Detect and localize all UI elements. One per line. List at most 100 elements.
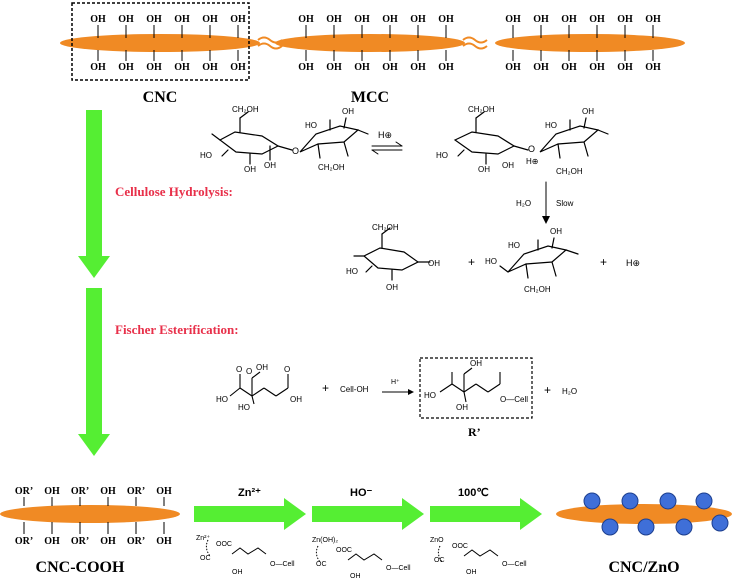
ch2oh-3: CH₂OH bbox=[468, 105, 495, 114]
ch2oh-4: CH₂OH bbox=[556, 167, 583, 176]
oh-group-1-top: OH bbox=[118, 14, 134, 25]
r-prime-label: R’ bbox=[468, 425, 481, 439]
top-rods: OH OH OH OH OH OH OH OH OH OH OH OH OH OH OH OH OH OH OH OH… bbox=[60, 2, 685, 106]
oh-group-14-bottom: OH bbox=[561, 62, 577, 73]
oh-6: OH bbox=[550, 227, 562, 236]
zno-particle-3 bbox=[695, 492, 713, 510]
citric-acid bbox=[229, 371, 289, 405]
oh-group-8-top: OH bbox=[354, 14, 370, 25]
ester-oh-2: OH bbox=[456, 403, 468, 412]
surface-group-bottom-0: OR’ bbox=[15, 536, 33, 547]
down-arrow-1 bbox=[78, 110, 110, 278]
r-prime-box bbox=[419, 357, 533, 419]
int-ocell-2: O—Cell bbox=[386, 565, 411, 572]
h-plus-catalyst: H⊕ bbox=[378, 130, 392, 140]
temp-label: 100℃ bbox=[458, 487, 489, 499]
oh-group-3-top: OH bbox=[174, 14, 190, 25]
slow-step-arrow-head bbox=[542, 216, 550, 224]
intermediate-zno: ZnO OOC OC OH O—Cell bbox=[430, 537, 527, 576]
oh-group-12-top: OH bbox=[505, 14, 521, 25]
zno-particle-6 bbox=[675, 518, 693, 536]
glyco-o-1: O bbox=[292, 146, 299, 156]
surface-group-bottom-5: OH bbox=[156, 536, 172, 547]
slow-label: Slow bbox=[556, 199, 574, 208]
ch2oh-2: CH₂OH bbox=[318, 163, 345, 172]
oh-group-3-bottom: OH bbox=[174, 62, 190, 73]
plus-3: + bbox=[322, 381, 329, 395]
oh-group-0-top: OH bbox=[90, 14, 106, 25]
surface-group-top-4: OR’ bbox=[127, 486, 145, 497]
eq-arrow-back-head bbox=[371, 149, 379, 155]
oh-group-17-top: OH bbox=[645, 14, 661, 25]
down-arrow-2 bbox=[78, 288, 110, 456]
mcc-rod-2 bbox=[275, 34, 465, 52]
oh-group-17-bottom: OH bbox=[645, 62, 661, 73]
ester-ho: HO bbox=[424, 391, 436, 400]
cnc-cooh-rod bbox=[0, 505, 180, 523]
oh-group-5-top: OH bbox=[230, 14, 246, 25]
cnc-zno-rod bbox=[556, 504, 732, 524]
oh-group-15-bottom: OH bbox=[589, 62, 605, 73]
ch2oh-1: CH₂OH bbox=[232, 105, 259, 114]
ca-oh-1: OH bbox=[256, 363, 268, 372]
oh-group-1-bottom: OH bbox=[118, 62, 134, 73]
surface-group-bottom-2: OR’ bbox=[71, 536, 89, 547]
int-znoh2: Zn(OH)₂ bbox=[312, 537, 338, 544]
glucose-ring-4 bbox=[539, 117, 609, 159]
mcc-rod-3 bbox=[495, 34, 685, 52]
hydrolysis-scheme: CH₂OH HO OH OH O HO OH CH₂OH H⊕ CH₂OH HO… bbox=[200, 105, 640, 294]
zn2-label: Zn²⁺ bbox=[238, 487, 261, 499]
cell-oh: Cell-OH bbox=[340, 385, 369, 394]
plus-4: + bbox=[544, 383, 551, 397]
surface-group-bottom-1: OH bbox=[44, 536, 60, 547]
oh-5a: OH bbox=[386, 283, 398, 292]
oh-group-0-bottom: OH bbox=[90, 62, 106, 73]
ho-1: HO bbox=[200, 151, 212, 160]
amorphous-link-2 bbox=[462, 36, 488, 50]
ester-o-cell: O—Cell bbox=[500, 395, 528, 404]
ho-6a: HO bbox=[485, 257, 497, 266]
surface-group-top-0: OR’ bbox=[15, 486, 33, 497]
oh-group-13-bottom: OH bbox=[533, 62, 549, 73]
int-ocell-3: O—Cell bbox=[502, 561, 527, 568]
h2o-product: H₂O bbox=[562, 387, 577, 396]
ho-3: HO bbox=[436, 151, 448, 160]
oh-group-16-top: OH bbox=[617, 14, 633, 25]
zno-particle-2 bbox=[659, 492, 677, 510]
int-ooc-2: OOC bbox=[336, 547, 352, 554]
citrate-ester bbox=[439, 367, 501, 403]
glucose-ring-6 bbox=[499, 237, 579, 279]
ho-4: HO bbox=[545, 121, 557, 130]
zno-particle-5 bbox=[637, 518, 655, 536]
int-oh-2: OH bbox=[350, 573, 361, 580]
oh-5b: OH bbox=[428, 259, 440, 268]
int-oc-2: OC bbox=[316, 561, 327, 568]
oh-group-5-bottom: OH bbox=[230, 62, 246, 73]
ho-6b: HO bbox=[508, 241, 520, 250]
amorphous-link-1 bbox=[257, 36, 283, 50]
oh-group-13-top: OH bbox=[533, 14, 549, 25]
esterification-arrow-head bbox=[408, 389, 414, 395]
oh-2: OH bbox=[342, 107, 354, 116]
oh-1b: OH bbox=[264, 161, 276, 170]
int-oc-3: OC bbox=[434, 557, 445, 564]
ca-ho-2: HO bbox=[238, 403, 250, 412]
zno-particle-0 bbox=[583, 492, 601, 510]
plus-1: + bbox=[468, 255, 475, 269]
oh-group-2-bottom: OH bbox=[146, 62, 162, 73]
int-oc-1: OC bbox=[200, 555, 211, 562]
int-ooc-1: OOC bbox=[216, 541, 232, 548]
ca-o-3: O bbox=[284, 365, 290, 374]
oh-group-10-bottom: OH bbox=[410, 62, 426, 73]
surface-group-bottom-4: OR’ bbox=[127, 536, 145, 547]
int-zn2: Zn²⁺ bbox=[196, 535, 211, 542]
oh-group-16-bottom: OH bbox=[617, 62, 633, 73]
ca-oh-2: OH bbox=[290, 395, 302, 404]
right-arrow-1 bbox=[194, 498, 306, 530]
cnc-zno-label: CNC/ZnO bbox=[608, 559, 679, 576]
plus-2: + bbox=[600, 255, 607, 269]
cnc-cooh-label: CNC-COOH bbox=[36, 559, 125, 576]
oh-groups-top: OH OH OH OH OH OH OH OH OH OH OH OH OH OH OH OH OH OH OH OH… bbox=[90, 14, 661, 73]
int-oh-1: OH bbox=[232, 569, 243, 576]
